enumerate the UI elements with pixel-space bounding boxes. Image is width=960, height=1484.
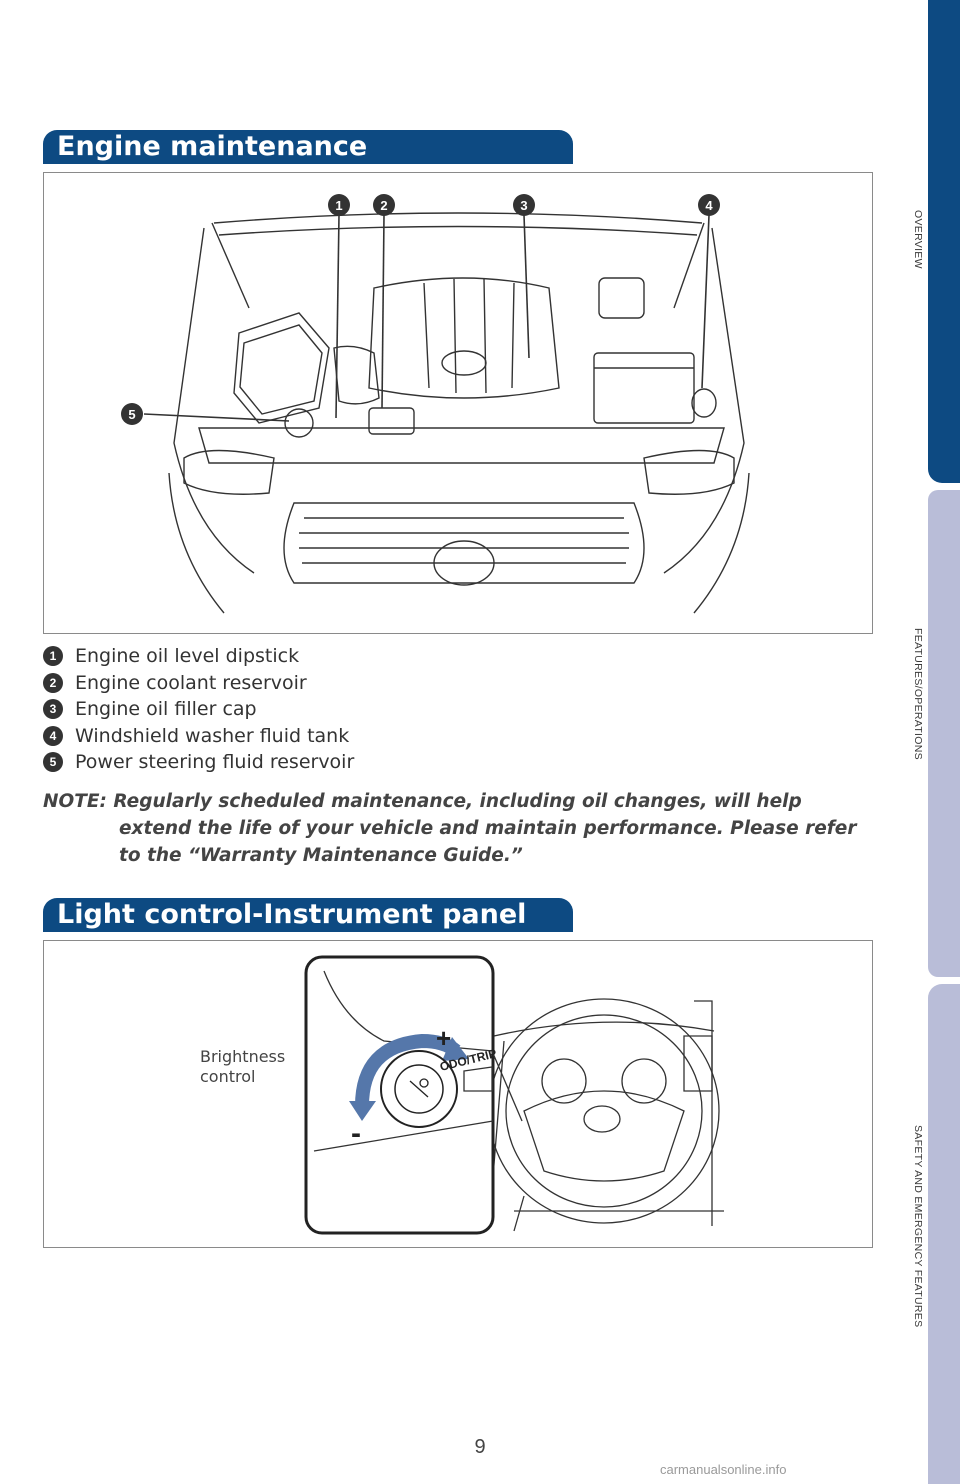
callout-1	[328, 194, 350, 216]
legend-number: 3	[43, 699, 63, 720]
engine-illustration-frame: 1 2 3 4 5	[43, 172, 873, 634]
legend-item: 4 Windshield washer fluid tank	[43, 723, 354, 750]
brightness-callout: Brightness control	[200, 1047, 285, 1087]
callout-number-3: 3	[520, 198, 527, 213]
note-line-3: to the “Warranty Maintenance Guide.”	[119, 845, 523, 866]
legend-number: 1	[43, 646, 63, 667]
brightness-callout-line-2: control	[200, 1067, 256, 1086]
tab-overview-label: OVERVIEW	[912, 210, 924, 269]
tab-safety-emergency[interactable]	[928, 984, 960, 1484]
tab-overview[interactable]	[928, 0, 960, 483]
callout-4	[698, 194, 720, 216]
legend-item: 2 Engine coolant reservoir	[43, 670, 354, 697]
maintenance-note: NOTE: Regularly scheduled maintenance, i…	[43, 788, 873, 869]
page-number: 9	[474, 1436, 486, 1458]
engine-section-title: Engine maintenance	[43, 130, 573, 164]
light-illustration-frame: Brightness control	[43, 940, 873, 1248]
legend-number: 2	[43, 672, 63, 693]
engine-bay-illustration: 1 2 3 4 5	[121, 194, 750, 614]
brightness-callout-line-1: Brightness	[200, 1047, 286, 1066]
tab-features-label: FEATURES/OPERATIONS	[912, 628, 924, 760]
callout-number-4: 4	[705, 198, 713, 213]
legend-text: Engine coolant reservoir	[75, 671, 307, 694]
instrument-panel-illustration: + - ODO/TRIP	[304, 955, 724, 1235]
callout-2	[373, 194, 395, 216]
legend-item: 5 Power steering fluid reservoir	[43, 749, 354, 776]
legend-item: 3 Engine oil filler cap	[43, 696, 354, 723]
minus-sign: -	[351, 1117, 361, 1150]
legend-number: 4	[43, 725, 63, 746]
engine-legend: 1 Engine oil level dipstick 2 Engine coola…	[43, 643, 354, 776]
plus-sign: +	[436, 1023, 451, 1053]
watermark: carmanualsonline.info	[660, 1462, 787, 1477]
callout-5	[121, 403, 143, 425]
note-line-2: extend the life of your vehicle and main…	[119, 818, 857, 839]
note-line-1: Regularly scheduled maintenance, includi…	[113, 791, 802, 812]
legend-text: Engine oil level dipstick	[75, 645, 300, 668]
legend-item: 1 Engine oil level dipstick	[43, 643, 354, 670]
tab-safety-label: SAFETY AND EMERGENCY FEATURES	[912, 1125, 924, 1328]
light-section-title: Light control-Instrument panel	[43, 898, 573, 932]
callout-number-5: 5	[128, 407, 135, 422]
legend-text: Windshield washer fluid tank	[75, 724, 350, 747]
callout-3	[513, 194, 535, 216]
callout-number-1: 1	[335, 198, 342, 213]
legend-text: Power steering fluid reservoir	[75, 751, 355, 774]
note-label: NOTE:	[43, 791, 107, 812]
legend-number: 5	[43, 752, 63, 773]
legend-text: Engine oil filler cap	[75, 698, 257, 721]
callout-number-2: 2	[380, 198, 387, 213]
tab-features-operations[interactable]	[928, 490, 960, 977]
